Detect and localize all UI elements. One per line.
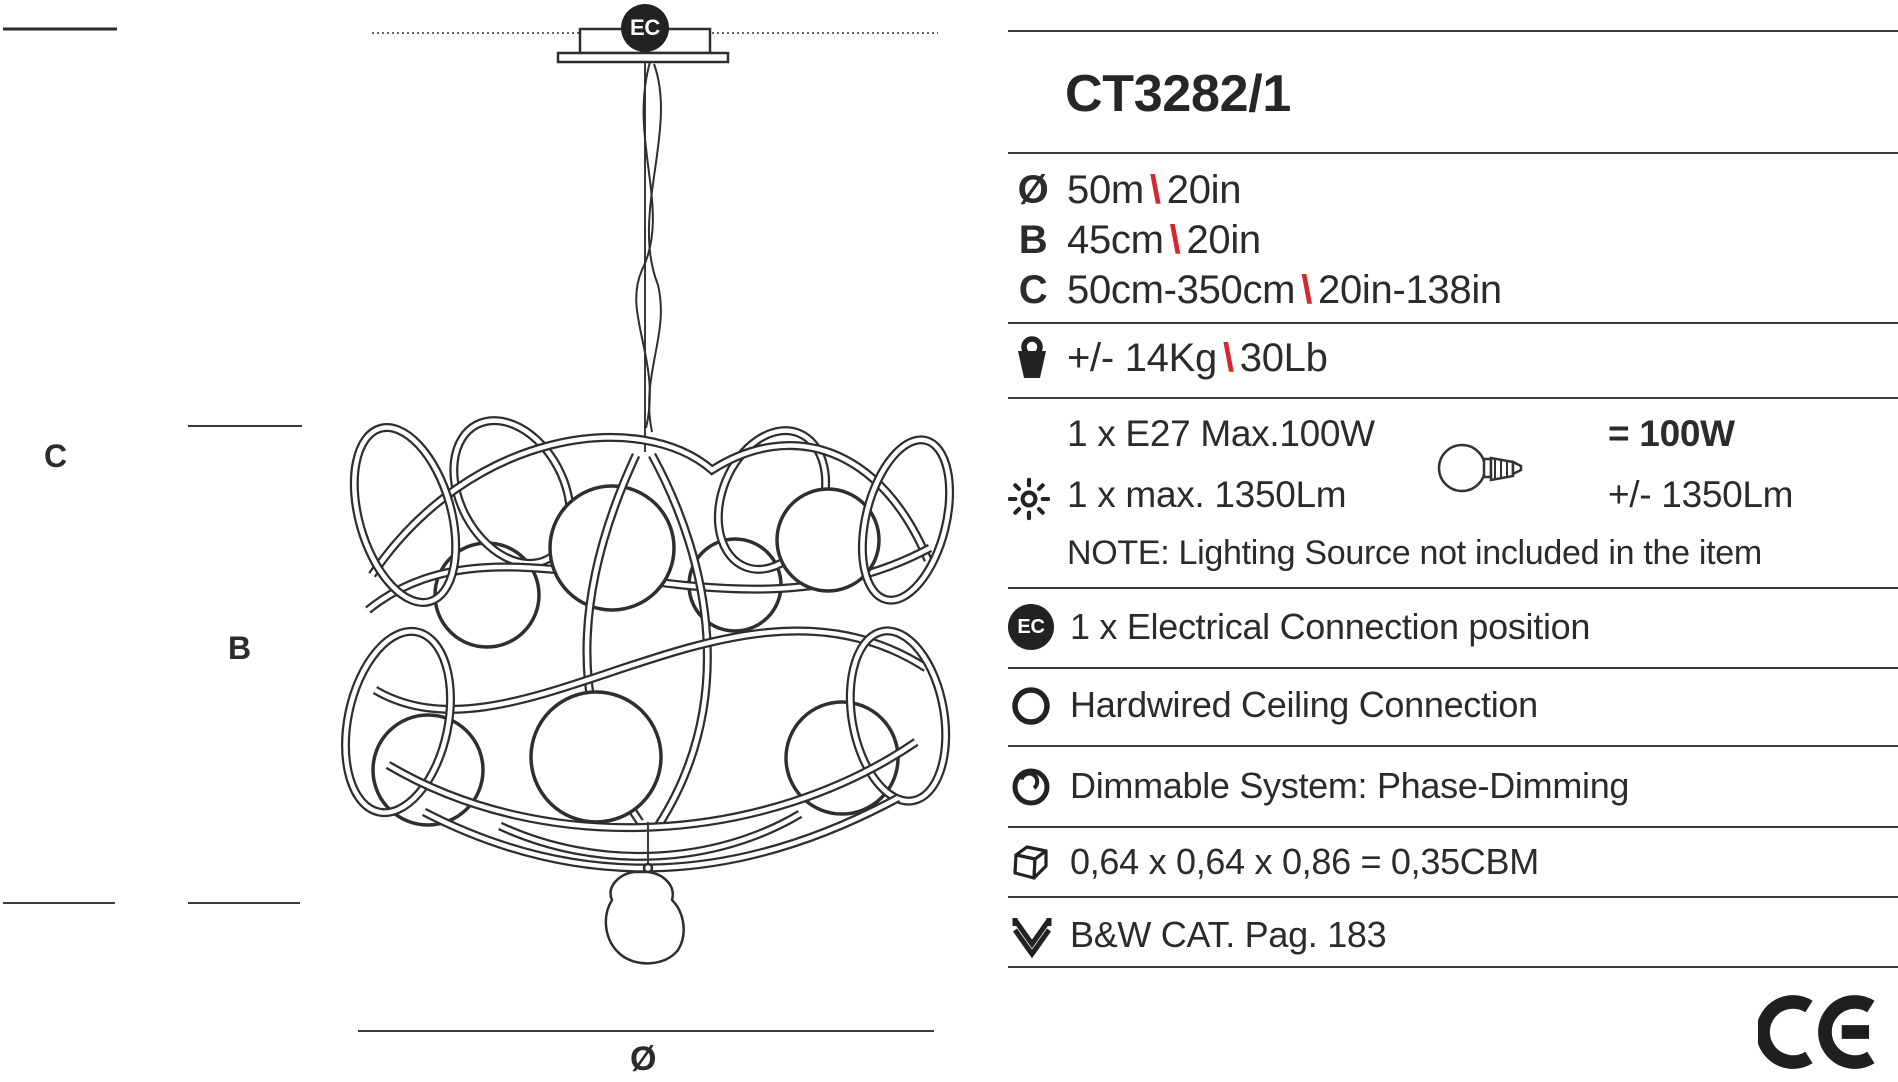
ec-badge-icon: EC	[1008, 604, 1054, 650]
ec-badge-drawing: EC	[621, 4, 669, 52]
unit-separator: \	[1169, 218, 1181, 262]
product-model: CT3282/1	[1065, 65, 1291, 123]
dim-b-symbol: B	[1018, 218, 1048, 262]
unit-separator: \	[1301, 268, 1313, 312]
bulb-illustration	[1437, 443, 1523, 493]
divider	[1008, 397, 1898, 399]
diameter-symbol: Ø	[1017, 168, 1049, 212]
unit-separator: \	[1149, 168, 1161, 212]
total-wattage: = 100W	[1608, 413, 1735, 454]
power-cord-2	[647, 63, 662, 433]
dim-label-c: C	[44, 438, 67, 474]
spec-panel: CT3282/1 Ø 50m\20in B 45cm\20in C 50cm-3…	[1008, 0, 1898, 1082]
hardwired-connection-icon	[1012, 687, 1050, 725]
ce-mark	[1758, 995, 1875, 1069]
divider	[1008, 966, 1898, 968]
feature-hardwired: Hardwired Ceiling Connection	[1070, 684, 1538, 725]
feature-dimmable: Dimmable System: Phase-Dimming	[1070, 765, 1630, 806]
feature-electrical-connection: 1 x Electrical Connection position	[1070, 606, 1591, 647]
dimension-row: 50cm-350cm\20in-138in	[1067, 268, 1502, 313]
imperial-value: 30Lb	[1239, 336, 1328, 380]
lighting-note: NOTE: Lighting Source not included in th…	[1067, 534, 1762, 572]
divider	[1008, 30, 1898, 32]
volume-box-icon	[1013, 845, 1048, 880]
dim-label-b: B	[228, 630, 251, 666]
metric-value: 50m	[1067, 168, 1144, 212]
metric-value: 45cm	[1067, 218, 1164, 262]
dimension-row: 45cm\20in	[1067, 218, 1261, 263]
chandelier-drawing	[3, 27, 1000, 1032]
total-lumens: +/- 1350Lm	[1608, 474, 1794, 515]
weight-icon	[1018, 336, 1046, 378]
brightness-icon	[1008, 477, 1050, 521]
catalog-icon	[1012, 918, 1052, 959]
power-cord	[635, 61, 654, 429]
divider	[1008, 745, 1898, 747]
metric-value: +/- 14Kg	[1067, 336, 1217, 380]
dimension-row: 50m\20in	[1067, 168, 1241, 213]
weight-row: +/- 14Kg\30Lb	[1067, 336, 1328, 381]
divider	[1008, 587, 1898, 589]
glass-globe	[548, 484, 676, 612]
imperial-value: 20in	[1186, 218, 1261, 262]
divider	[1008, 896, 1898, 898]
dimmable-icon	[1012, 768, 1050, 806]
pendant-finial	[604, 822, 685, 965]
metric-value: 50cm-350cm	[1067, 268, 1296, 312]
feature-catalog: B&W CAT. Pag. 183	[1070, 914, 1387, 955]
glass-globe	[529, 690, 663, 824]
canopy-plate	[556, 51, 730, 64]
lumen-spec: 1 x max. 1350Lm	[1067, 474, 1347, 515]
imperial-value: 20in-138in	[1318, 268, 1502, 312]
socket-spec: 1 x E27 Max.100W	[1067, 413, 1375, 454]
divider	[1008, 667, 1898, 669]
glass-globe	[775, 487, 881, 593]
glass-tube-tangle	[330, 400, 965, 868]
dim-label-diameter: Ø	[630, 1040, 657, 1078]
unit-separator: \	[1222, 336, 1234, 380]
feature-volume: 0,64 x 0,64 x 0,86 = 0,35CBM	[1070, 841, 1539, 882]
dim-c-symbol: C	[1018, 268, 1048, 312]
divider	[1008, 322, 1898, 324]
divider	[1008, 152, 1898, 154]
imperial-value: 20in	[1166, 168, 1242, 212]
divider	[1008, 826, 1898, 828]
